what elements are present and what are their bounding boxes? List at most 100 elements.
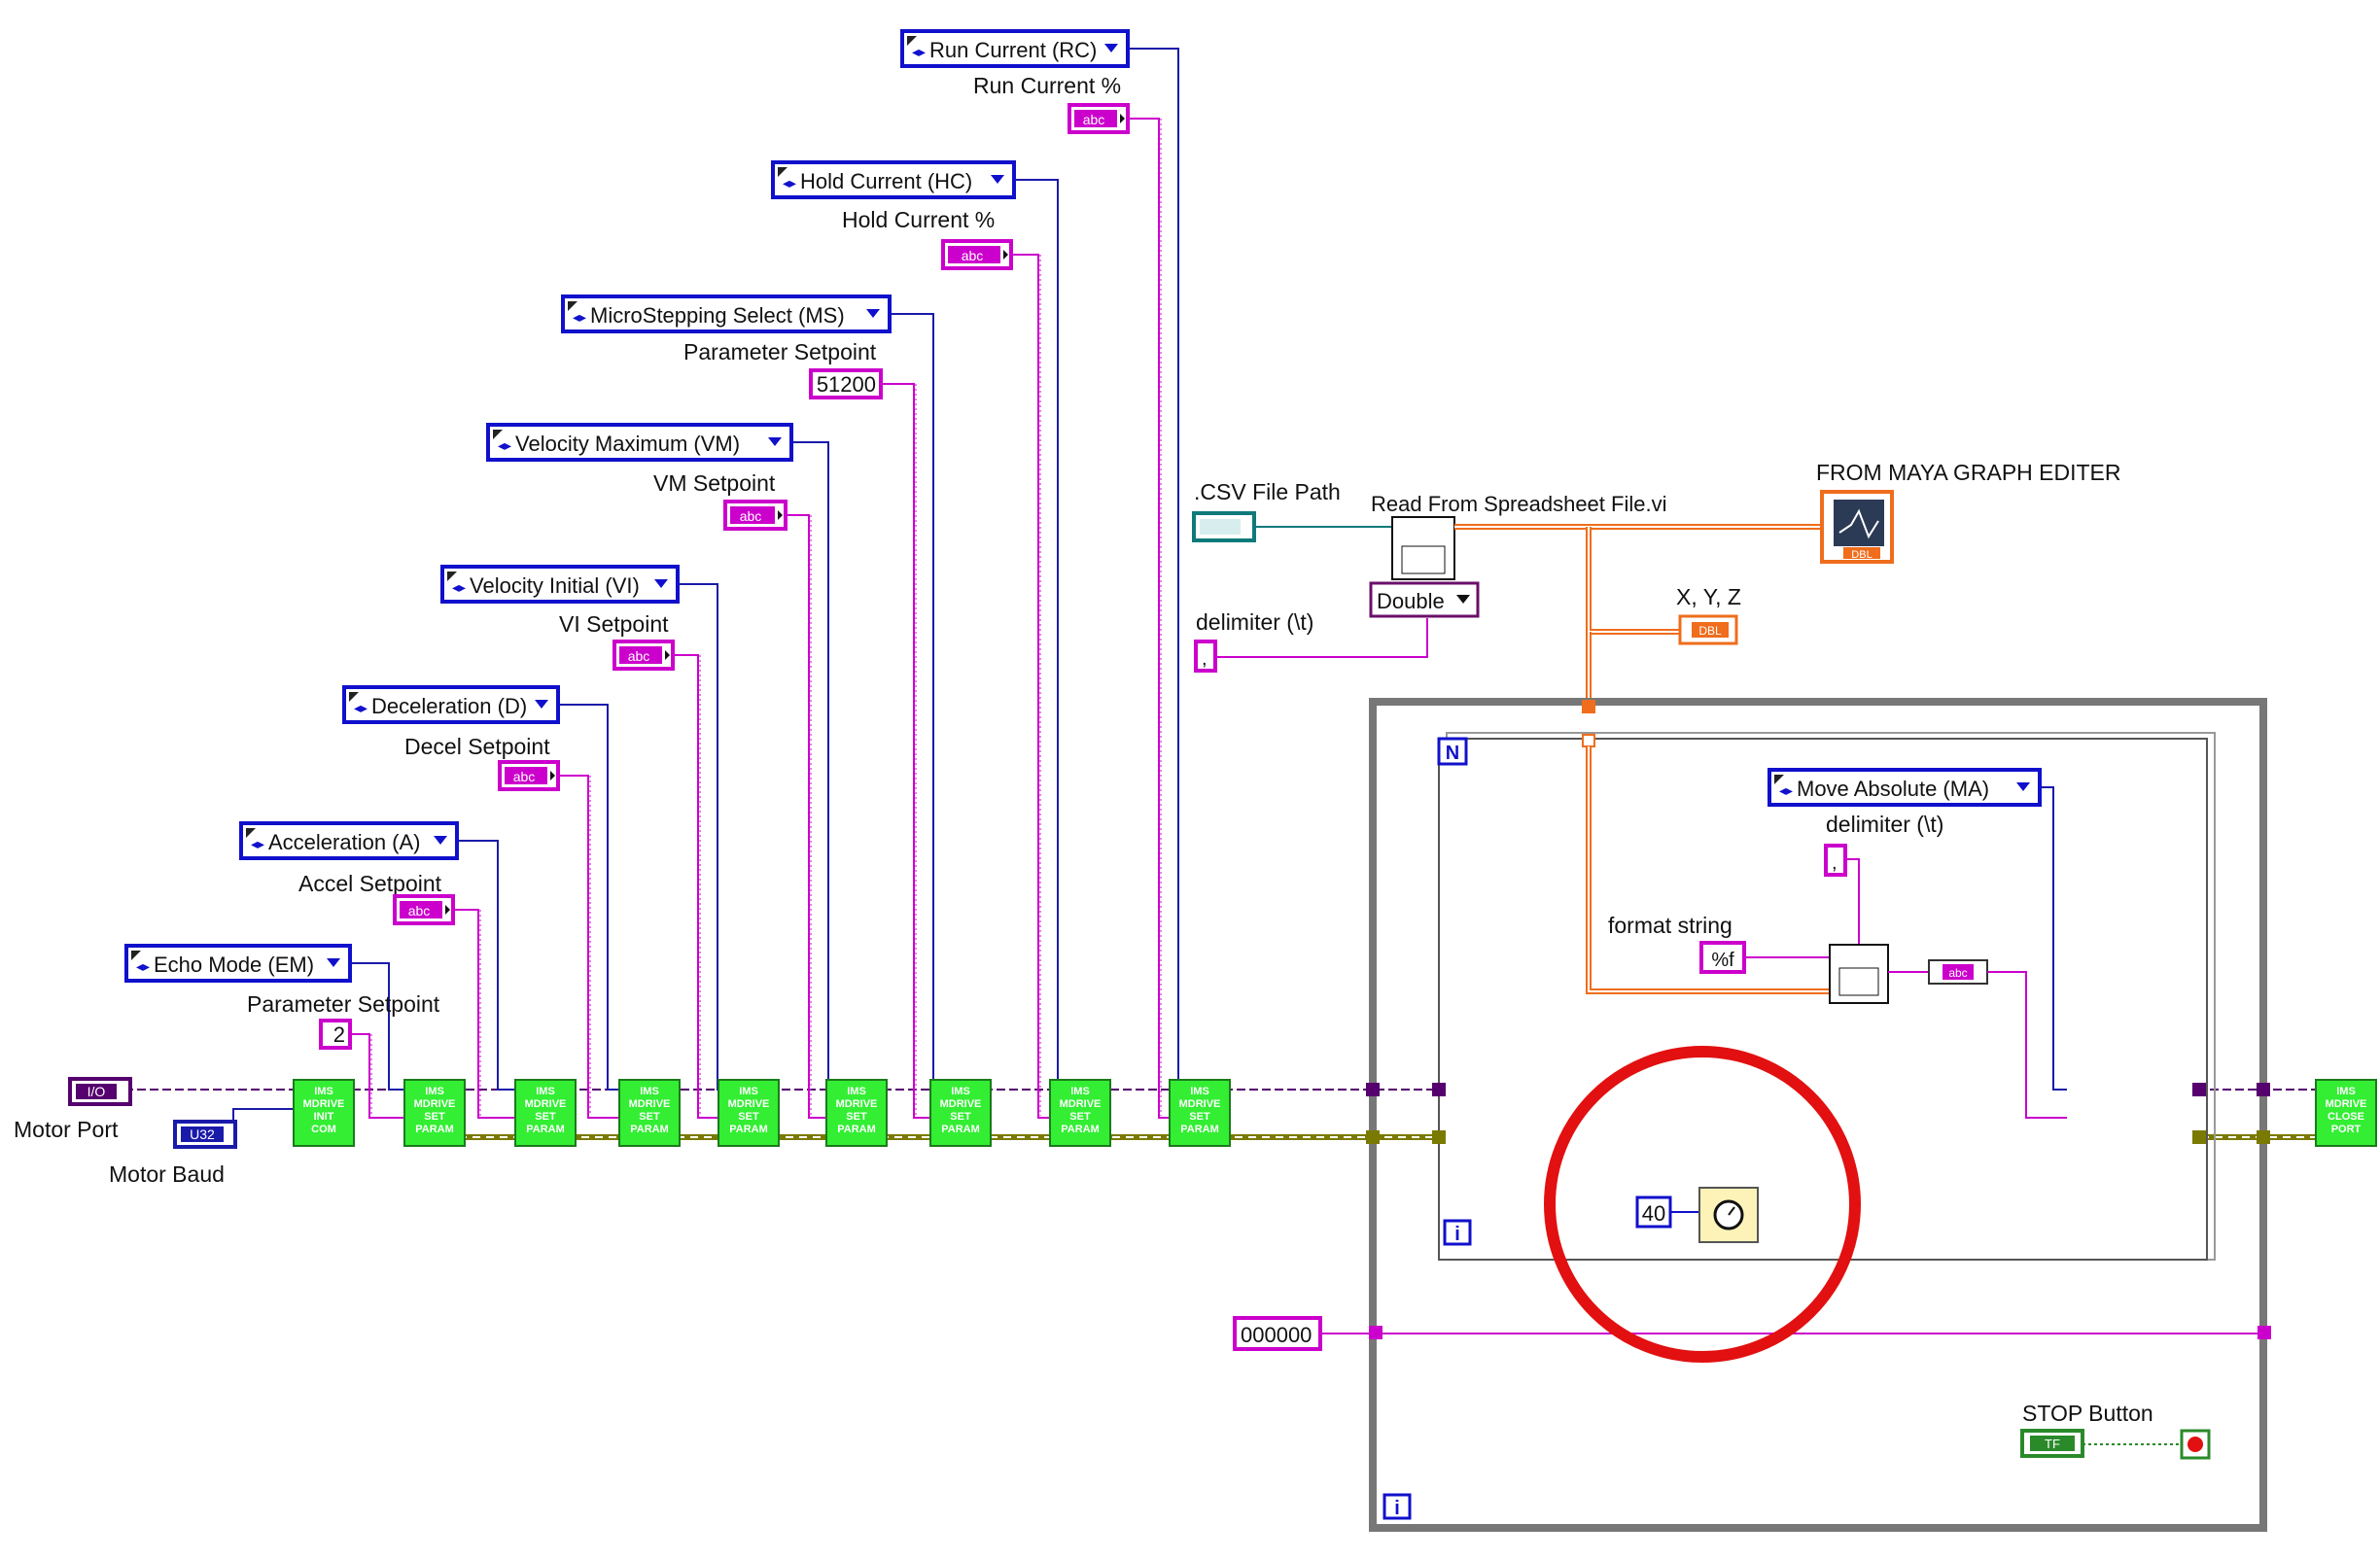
setpoint-label: VM Setpoint [653, 470, 776, 496]
setpoint-label: Parameter Setpoint [247, 991, 440, 1017]
setpoint-control[interactable] [809, 368, 883, 399]
enum-control-move-absolute[interactable] [1768, 768, 2042, 807]
u32-tag-bg [181, 1126, 224, 1142]
tf-tag-bg [2030, 1436, 2075, 1451]
enum-control-vel_initial[interactable] [440, 565, 680, 604]
enum-wire [350, 962, 404, 1091]
ims-mdrive-set-param-subvi[interactable] [1049, 1079, 1111, 1147]
enum-wire [1128, 48, 1179, 1091]
increment-arrows-icon: ◂▸ [1779, 782, 1793, 798]
ims-mdrive-set-param-subvi[interactable] [514, 1079, 577, 1147]
tunnel [1369, 1326, 1382, 1339]
motor-baud-control[interactable] [173, 1120, 237, 1149]
enum-label-echo: Echo Mode (EM) [154, 953, 314, 977]
chevron-down-icon[interactable] [991, 175, 1004, 184]
enum-control-vel_max[interactable] [486, 423, 793, 462]
ims-mdrive-set-param-subvi[interactable] [618, 1079, 681, 1147]
maya-graph-label: FROM MAYA GRAPH EDITER [1816, 460, 2121, 485]
setpoint-label: Decel Setpoint [404, 734, 550, 759]
enum-corner-icon [907, 36, 917, 46]
stop-sign-icon [2188, 1437, 2203, 1452]
refnum-tunnel [1366, 1083, 1380, 1096]
setpoint-control[interactable] [319, 1019, 352, 1050]
terminal-arrow-icon [1003, 250, 1008, 260]
setpoint-wire [1011, 254, 1055, 1119]
chevron-down-icon[interactable] [2016, 782, 2030, 791]
for-loop-iteration-terminal [1443, 1219, 1472, 1246]
while-iteration-label: i [1394, 1498, 1400, 1519]
dbl-tag-text: DBL [1851, 549, 1872, 561]
enum-label-accel: Acceleration (A) [268, 830, 421, 854]
delimiter-inner-wire [1845, 858, 1860, 945]
string-constant[interactable] [1233, 1316, 1322, 1351]
row-wire-core [1588, 746, 1839, 992]
ims-mdrive-close-port-subvi[interactable] [2315, 1079, 2377, 1147]
chevron-down-icon[interactable] [768, 437, 782, 446]
chevron-down-icon[interactable] [866, 309, 880, 318]
chevron-down-icon[interactable] [327, 958, 340, 967]
for-loop-count-terminal[interactable] [1437, 737, 1468, 766]
abc-tag-text: abc [962, 248, 984, 263]
chevron-down-icon[interactable] [654, 579, 668, 588]
motor-baud-label: Motor Baud [109, 1161, 225, 1187]
enum-control-microstep[interactable] [561, 294, 892, 333]
enum-control-echo[interactable] [124, 944, 352, 983]
abc-tag-bg [505, 767, 547, 784]
waveform-trace-icon [1838, 508, 1879, 539]
enum-control-run_current[interactable] [900, 29, 1130, 68]
string-constant-value: 000000 [1241, 1323, 1312, 1347]
error-tunnel [2257, 1130, 2270, 1144]
increment-arrows-icon: ◂▸ [452, 579, 466, 595]
terminal-arrow-icon [665, 650, 670, 660]
baud-wire [232, 1108, 294, 1132]
ims-mdrive-set-param-subvi[interactable] [1169, 1079, 1231, 1147]
ims-mdrive-set-param-subvi[interactable] [403, 1079, 466, 1147]
spreadsheet-grid-icon [1401, 545, 1446, 574]
enum-control-hold_current[interactable] [771, 160, 1016, 199]
setpoint-value[interactable]: 2 [333, 1022, 345, 1047]
string-wire [1987, 971, 2067, 1119]
chevron-down-icon[interactable] [1456, 595, 1470, 604]
for-iteration-label: i [1454, 1224, 1460, 1245]
abc-tag-bg [1074, 110, 1117, 127]
read-spreadsheet-file-vi-icon[interactable] [1391, 516, 1455, 580]
chevron-down-icon[interactable] [434, 836, 447, 845]
setpoint-label: Parameter Setpoint [683, 339, 877, 364]
ims-mdrive-init-com-subvi[interactable] [293, 1079, 355, 1147]
delimiter-label: delimiter (\t) [1196, 609, 1313, 635]
double-select-control[interactable] [1369, 581, 1480, 618]
stop-button-label: STOP Button [2022, 1401, 2153, 1426]
enum-control-accel[interactable] [239, 821, 459, 860]
ims-mdrive-set-param-subvi[interactable] [929, 1079, 992, 1147]
setpoint-value[interactable]: 51200 [817, 372, 876, 397]
format-string-label: format string [1608, 913, 1732, 938]
setpoint-wire [881, 383, 935, 1119]
abc-tag-bg [1942, 964, 1974, 980]
delimiter-inner-label: delimiter (\t) [1826, 812, 1943, 837]
chevron-down-icon[interactable] [1104, 44, 1118, 52]
array-to-spreadsheet-string-icon[interactable] [1829, 944, 1889, 1004]
waveform-graph-icon [1834, 500, 1884, 546]
delimiter-inner-value: , [1832, 852, 1838, 874]
delimiter-value: , [1202, 648, 1208, 670]
ims-mdrive-set-param-subvi[interactable] [718, 1079, 780, 1147]
increment-arrows-icon: ◂▸ [498, 437, 511, 453]
io-tag-bg [76, 1084, 117, 1099]
error-tunnel [1366, 1130, 1380, 1144]
enum-control-decel[interactable] [342, 685, 560, 724]
ims-mdrive-set-param-subvi[interactable] [825, 1079, 888, 1147]
error-tunnel [2192, 1130, 2206, 1144]
chevron-down-icon[interactable] [535, 700, 548, 709]
path-icon [1200, 519, 1241, 535]
abc-tag-text: abc [408, 903, 431, 918]
increment-arrows-icon: ◂▸ [251, 836, 264, 851]
abc-tag-text: abc [740, 508, 762, 524]
stopwatch-hand-icon [1728, 1206, 1735, 1216]
abc-tag-bg [730, 506, 775, 524]
